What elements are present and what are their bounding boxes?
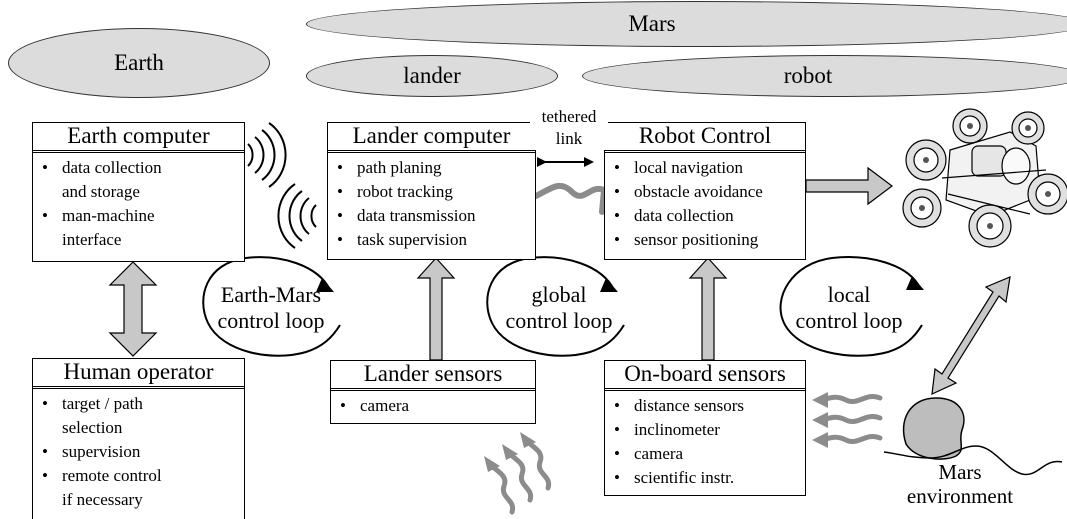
global-loop-icon [486, 256, 625, 357]
global-loop-label: global control loop [505, 282, 613, 333]
list-item: camera [331, 394, 535, 418]
onboard-sensors-list: distance sensors inclinometer camera sci… [605, 391, 805, 490]
earth-computer-box: Earth computer data collection and stora… [32, 122, 245, 262]
list-item: man-machine interface [33, 204, 244, 252]
human-operator-box: Human operator target / path selection s… [32, 358, 245, 519]
robot-control-title: Robot Control [605, 123, 805, 153]
human-operator-list: target / path selection supervision remo… [33, 389, 244, 512]
earth-computer-title: Earth computer [33, 123, 244, 153]
region-earth-label: Earth [114, 50, 164, 75]
list-item: data collection [605, 204, 805, 228]
lander-computer-list: path planing robot tracking data transmi… [328, 153, 535, 252]
control-robot-arrow [805, 166, 893, 206]
list-item: distance sensors [605, 394, 805, 418]
lander-sensors-arrow [416, 257, 456, 361]
region-lander: lander [306, 55, 558, 97]
list-item: path planing [328, 156, 535, 180]
lander-sensors-title: Lander sensors [331, 361, 535, 391]
list-item: local navigation [605, 156, 805, 180]
list-item: scientific instr. [605, 466, 805, 490]
mars-environment-label: Mars environment [906, 460, 1014, 508]
onboard-sensors-arrow [688, 257, 728, 361]
local-loop-label: local control loop [795, 282, 903, 333]
list-item: inclinometer [605, 418, 805, 442]
mars-rock-icon [902, 397, 965, 460]
region-robot: robot [582, 55, 1067, 97]
robot-rover-icon [902, 108, 1067, 248]
lander-computer-title: Lander computer [328, 123, 535, 153]
earth-human-arrow [108, 261, 158, 357]
tether-cable [533, 182, 608, 215]
region-robot-label: robot [783, 63, 833, 88]
lander-sensing-waves-icon [489, 439, 552, 515]
earth-mars-loop-label: Earth-Mars control loop [217, 282, 325, 333]
onboard-sensors-box: On-board sensors distance sensors inclin… [604, 360, 806, 496]
lander-sensors-box: Lander sensors camera [330, 360, 536, 424]
earth-radio-waves-icon [247, 122, 287, 188]
onboard-sensors-title: On-board sensors [605, 361, 805, 391]
earth-mars-loop-icon [202, 256, 341, 357]
region-earth: Earth [8, 28, 270, 98]
list-item: data transmission [328, 204, 535, 228]
region-mars: Mars [306, 1, 1067, 47]
list-item: obstacle avoidance [605, 180, 805, 204]
list-item: remote control if necessary [33, 464, 244, 512]
robot-environment-arrow [931, 276, 1011, 395]
list-item: data collection and storage [33, 156, 244, 204]
region-mars-label: Mars [628, 11, 676, 36]
lander-sensing-wave-heads [484, 432, 536, 472]
lander-computer-box: Lander computer path planing robot track… [327, 122, 536, 260]
list-item: task supervision [328, 228, 535, 252]
list-item: camera [605, 442, 805, 466]
robot-control-box: Robot Control local navigation obstacle … [604, 122, 806, 260]
region-lander-label: lander [403, 63, 461, 88]
tethered-link-label: tethered link [530, 106, 608, 150]
robot-control-list: local navigation obstacle avoidance data… [605, 153, 805, 252]
list-item: robot tracking [328, 180, 535, 204]
list-item: target / path selection [33, 392, 244, 440]
environment-sensing-wave-heads [812, 392, 828, 448]
list-item: supervision [33, 440, 244, 464]
mars-terrain [883, 445, 1063, 476]
local-loop-icon [779, 256, 924, 357]
list-item: sensor positioning [605, 228, 805, 252]
environment-sensing-waves-icon [819, 394, 883, 444]
lander-radio-waves-icon [277, 183, 317, 249]
lander-sensors-list: camera [331, 391, 535, 418]
human-operator-title: Human operator [33, 359, 244, 389]
earth-computer-list: data collection and storage man-machine … [33, 153, 244, 252]
